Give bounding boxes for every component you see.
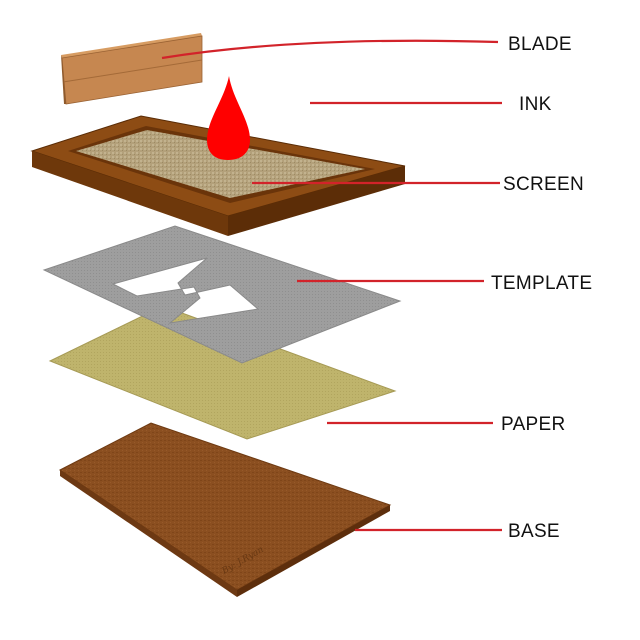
- labels: BLADE INK SCREEN TEMPLATE PAPER BASE: [491, 34, 592, 542]
- paper-sheet: [48, 305, 397, 440]
- label-screen: SCREEN: [503, 174, 584, 195]
- frame-left-face: [32, 151, 228, 236]
- template-sheet: [42, 225, 402, 364]
- label-ink: INK: [519, 94, 552, 115]
- base-front-edge: [237, 505, 390, 597]
- template-layer: [42, 225, 402, 364]
- droplet-icon: [207, 76, 250, 160]
- blade: [61, 33, 203, 105]
- label-template: TEMPLATE: [491, 273, 592, 294]
- leader-lines: [161, 39, 502, 532]
- blade-grain-line: [62, 59, 203, 83]
- blade-left-face: [61, 55, 66, 104]
- ink-drop: [207, 76, 250, 160]
- label-blade: BLADE: [508, 34, 572, 55]
- screen-mesh: [76, 130, 365, 198]
- base-left-edge: [60, 470, 237, 597]
- blade-leader: [161, 39, 499, 60]
- blade-top-face: [61, 33, 202, 58]
- label-base: BASE: [508, 521, 560, 542]
- base-layer: By: J.Ryan: [59, 422, 392, 597]
- paper-layer: [48, 305, 397, 440]
- label-paper: PAPER: [501, 414, 566, 435]
